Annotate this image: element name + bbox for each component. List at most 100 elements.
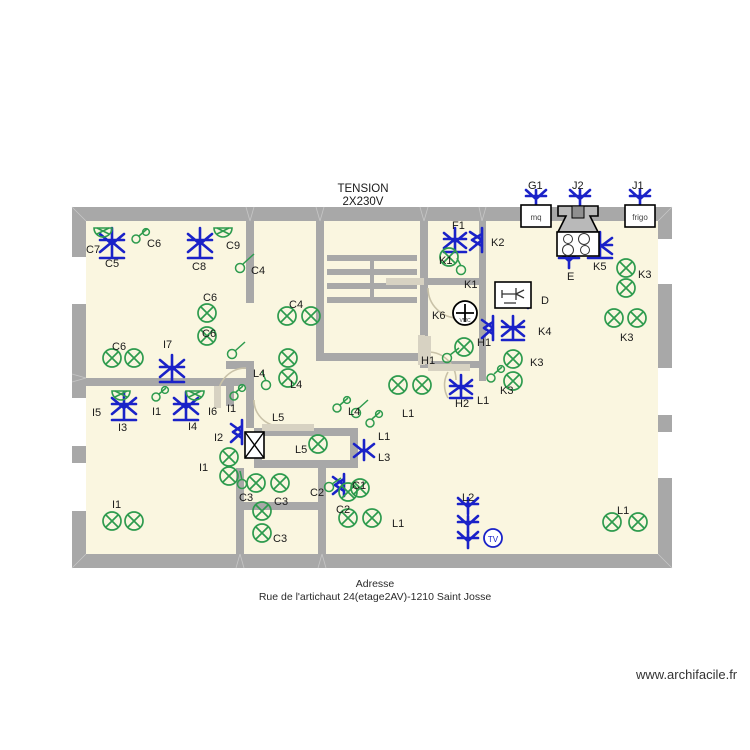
circuit-label-i1-16: I1	[227, 403, 237, 415]
socket-double-F1[interactable]	[442, 226, 468, 254]
socket-Y-G1[interactable]	[524, 188, 548, 207]
socket-Y-J2[interactable]	[568, 188, 592, 207]
circuit-label-i1-18: I1	[199, 462, 209, 474]
window-right-2	[658, 368, 672, 415]
circuit-label-c3-29: C3	[274, 496, 289, 508]
circuit-label-l4-23: L4	[348, 406, 361, 418]
circuit-label-c7-0: C7	[86, 244, 101, 256]
circuit-label-l3-26: L3	[378, 452, 391, 464]
circuit-label-l1-27: L1	[402, 408, 415, 420]
switch-L1a	[365, 409, 384, 428]
switch-C4	[234, 253, 255, 274]
washing-machine-icon[interactable]: mq	[520, 204, 552, 228]
circuit-label-k1-39: K1	[439, 255, 453, 267]
circuit-label-g1-54: G1	[528, 180, 543, 192]
circuit-label-c6-7: C6	[112, 341, 127, 353]
socket-double-L3[interactable]	[352, 438, 376, 462]
circuit-label-c3-28: C3	[239, 492, 254, 504]
socket-Y-L2-a[interactable]	[456, 496, 480, 516]
watermark: www.archifacile.fr	[636, 667, 738, 682]
cooker-hood-icon[interactable]	[556, 205, 600, 233]
switch-C2	[323, 477, 342, 493]
circuit-label-j1-56: J1	[632, 180, 644, 192]
cooktop-icon[interactable]	[556, 231, 600, 257]
circuit-label-i2-17: I2	[214, 432, 224, 444]
circuit-label-h1-43: H1	[421, 355, 436, 367]
circuit-label-h2-44: H2	[455, 398, 470, 410]
socket-double-C5[interactable]	[98, 226, 126, 260]
circuit-label-i6-15: I6	[208, 406, 218, 418]
circuit-label-i3-12: I3	[118, 422, 128, 434]
window-left-2	[72, 398, 86, 446]
switch-L4b	[332, 395, 352, 413]
socket-K4-b[interactable]	[480, 314, 495, 342]
switch-L5	[350, 399, 369, 419]
circuit-label-l1-34: L1	[392, 518, 405, 530]
circuit-label-c5-1: C5	[105, 258, 120, 270]
circuit-label-k3-47: K3	[530, 357, 544, 369]
switch-I1a	[151, 385, 170, 402]
ceiling-lights[interactable]	[102, 247, 648, 543]
circuit-label-f1-37: F1	[452, 220, 465, 232]
circuit-label-l4-21: L4	[290, 379, 303, 391]
svg-text:TV: TV	[488, 535, 499, 544]
circuit-label-k4-48: K4	[538, 326, 552, 338]
socket-double-K5[interactable]	[586, 230, 614, 260]
staircase	[324, 221, 420, 353]
socket-double-C8[interactable]	[186, 226, 214, 260]
circuit-label-k3-46: K3	[500, 385, 514, 397]
circuit-label-i1-19: I1	[112, 499, 122, 511]
address-value: Rue de l'artichaut 24(etage2AV)-1210 Sai…	[258, 590, 492, 603]
socket-Y-L2-b[interactable]	[456, 514, 480, 534]
tension-line-1: TENSION	[337, 183, 389, 195]
socket-double-I3[interactable]	[110, 390, 138, 422]
circuit-label-j2-55: J2	[572, 180, 584, 192]
socket-double-I7[interactable]	[158, 353, 186, 384]
switches[interactable]	[131, 227, 506, 493]
socket-K2[interactable]	[468, 226, 484, 254]
circuit-label-i7-8: I7	[163, 339, 173, 351]
circuit-label-k1-40: K1	[464, 279, 478, 291]
hatched-box-icon[interactable]	[244, 431, 265, 459]
switch-L4a	[260, 370, 272, 391]
circuit-label-c8-3: C8	[192, 261, 207, 273]
socket-I2[interactable]	[229, 418, 244, 446]
socket-Y-J1[interactable]	[628, 188, 652, 207]
svg-text:mq: mq	[530, 213, 541, 222]
socket-double-H2[interactable]	[448, 373, 474, 400]
circuit-label-k2-38: K2	[491, 237, 505, 249]
circuit-label-l1-45: L1	[477, 395, 490, 407]
circuit-label-c6-6: C6	[202, 328, 217, 340]
water-heater-icon[interactable]	[494, 281, 532, 309]
socket-double-K4[interactable]	[500, 314, 526, 342]
circuit-label-l5-22: L5	[272, 412, 285, 424]
circuit-label-h1-42: H1	[477, 337, 492, 349]
circuit-label-i5-11: I5	[92, 407, 102, 419]
tv-socket[interactable]: TV	[483, 528, 503, 548]
window-right-3	[658, 432, 672, 478]
circuit-label-k3-52: K3	[638, 269, 652, 281]
circuit-label-c2-30: C2	[310, 487, 325, 499]
circuit-label-c4-10: C4	[289, 299, 304, 311]
socket-Y-L2-c[interactable]	[456, 530, 480, 550]
circuit-label-k3-53: K3	[620, 332, 634, 344]
tension-line-2: 2X230V	[342, 195, 384, 208]
circuit-label-c3-33: C3	[273, 533, 288, 545]
circuit-label-c6-5: C6	[203, 292, 218, 304]
switch-H1	[441, 347, 460, 364]
ventilator-icon[interactable]: VMC	[452, 300, 478, 326]
wall-lights[interactable]	[93, 227, 233, 401]
tension-label: TENSION 2X230V	[318, 183, 408, 208]
address-block: Adresse Rue de l'artichaut 24(etage2AV)-…	[175, 578, 575, 603]
circuit-label-l1-36: L1	[617, 505, 630, 517]
window-right-1	[658, 239, 672, 284]
circuit-label-c2-32: C2	[336, 504, 351, 516]
socket-double-I4[interactable]	[172, 390, 200, 422]
window-left-1	[72, 257, 86, 304]
address-label: Adresse	[355, 578, 395, 590]
circuit-label-c6-2: C6	[147, 238, 162, 250]
fridge-icon[interactable]: frigo	[624, 204, 656, 228]
switch-C6b	[226, 341, 246, 360]
circuit-label-k5-51: K5	[593, 261, 607, 273]
